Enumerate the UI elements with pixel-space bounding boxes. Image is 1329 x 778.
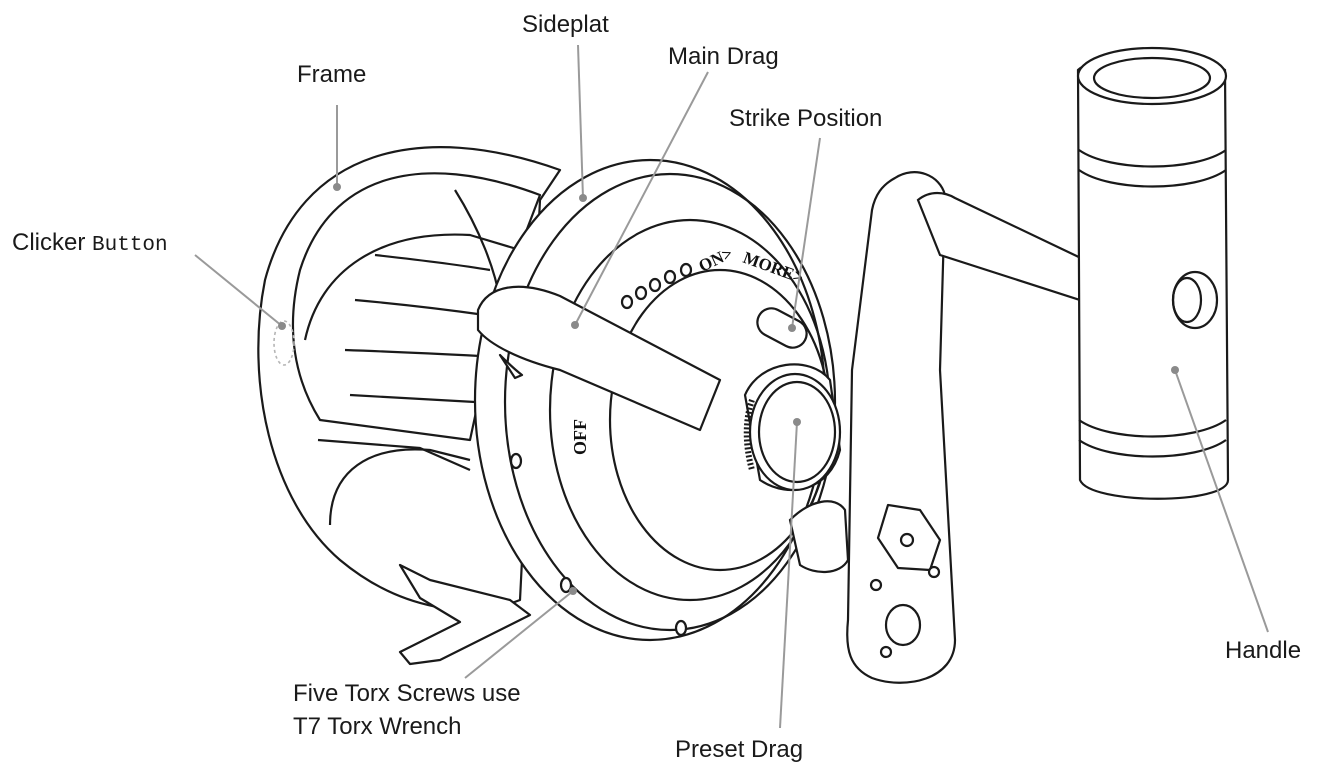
- main-drag-lever: [476, 285, 722, 432]
- label-sideplat: Sideplat: [522, 11, 609, 38]
- preset-drag-knob: [743, 363, 850, 573]
- label-strike-position: Strike Position: [729, 105, 883, 132]
- label-handle: Handle: [1225, 637, 1302, 664]
- label-five-torx-line2: T7 Torx Wrench: [293, 713, 462, 740]
- label-frame: Frame: [297, 61, 367, 88]
- label-clicker-button-word: Button: [92, 234, 168, 257]
- reel-frame: [257, 146, 562, 611]
- label-clicker-button: Clicker Button: [12, 228, 168, 261]
- leader-clicker: [194, 254, 283, 327]
- handle-knob: [1076, 46, 1230, 500]
- leader-torx: [464, 590, 574, 679]
- label-five-torx-line1: Five Torx Screws use: [293, 680, 521, 707]
- leader-lines: [194, 44, 1269, 729]
- leader-main-drag: [574, 71, 709, 326]
- label-main-drag: Main Drag: [668, 43, 779, 70]
- reel-foot: [398, 563, 532, 666]
- leader-strike: [791, 137, 821, 329]
- off-marking: OFF: [570, 419, 590, 455]
- leader-sideplat: [577, 44, 584, 199]
- label-clicker-word: Clicker: [12, 229, 86, 256]
- strike-lever: [756, 307, 808, 349]
- handle-arm: [846, 171, 957, 684]
- label-preset-drag: Preset Drag: [675, 736, 804, 763]
- leader-handle: [1174, 369, 1269, 633]
- leader-preset: [779, 421, 798, 729]
